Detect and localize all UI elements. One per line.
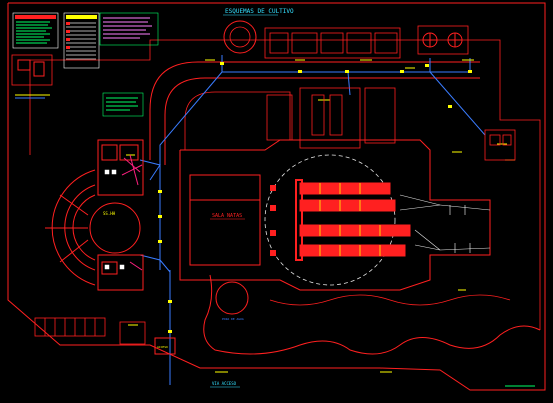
side-equipment (270, 185, 276, 256)
top-building-block (264, 25, 469, 59)
main-building (179, 139, 491, 291)
legend-table-2 (63, 12, 100, 69)
gate-label: ACCESO (157, 345, 168, 349)
restroom-fixtures (104, 169, 125, 270)
left-building-label: SS.HH (103, 211, 116, 216)
growout-ring (264, 154, 396, 286)
water-tank-top-inner (229, 26, 251, 48)
legend-table-3 (99, 12, 159, 46)
central-corridor (266, 87, 396, 149)
pond (215, 281, 249, 315)
legend-table-4 (102, 92, 144, 117)
access-road-curb (184, 91, 291, 150)
culture-tanks (295, 179, 411, 261)
pipe-crosses (449, 205, 471, 253)
pipe-markers (158, 62, 472, 333)
access-road (149, 61, 480, 160)
legend-table-1 (12, 12, 59, 49)
pond-label: POZA DE AGUA (222, 317, 244, 321)
left-circular-building (45, 139, 144, 291)
drawing-title: ESQUEMAS DE CULTIVO (225, 8, 294, 15)
filter-units (422, 32, 463, 48)
discharge-manifold (399, 194, 491, 251)
wavy-boundary-inner (269, 294, 511, 306)
tank-dividers (319, 183, 381, 256)
magenta-fittings (121, 154, 143, 271)
access-road-inner (164, 77, 480, 165)
site-boundary (7, 2, 546, 391)
gate-detail: ACCESO (154, 337, 176, 355)
center-room-label: SALA NATAS (212, 213, 242, 219)
wavy-boundary (203, 274, 541, 355)
parking-stalls (34, 317, 146, 345)
right-annex (484, 129, 516, 161)
site-boundary-inner (29, 39, 541, 330)
bottom-access-label: VIA ACCESO (212, 381, 237, 386)
water-tank-top (223, 20, 257, 54)
small-plan-detail (11, 54, 53, 99)
